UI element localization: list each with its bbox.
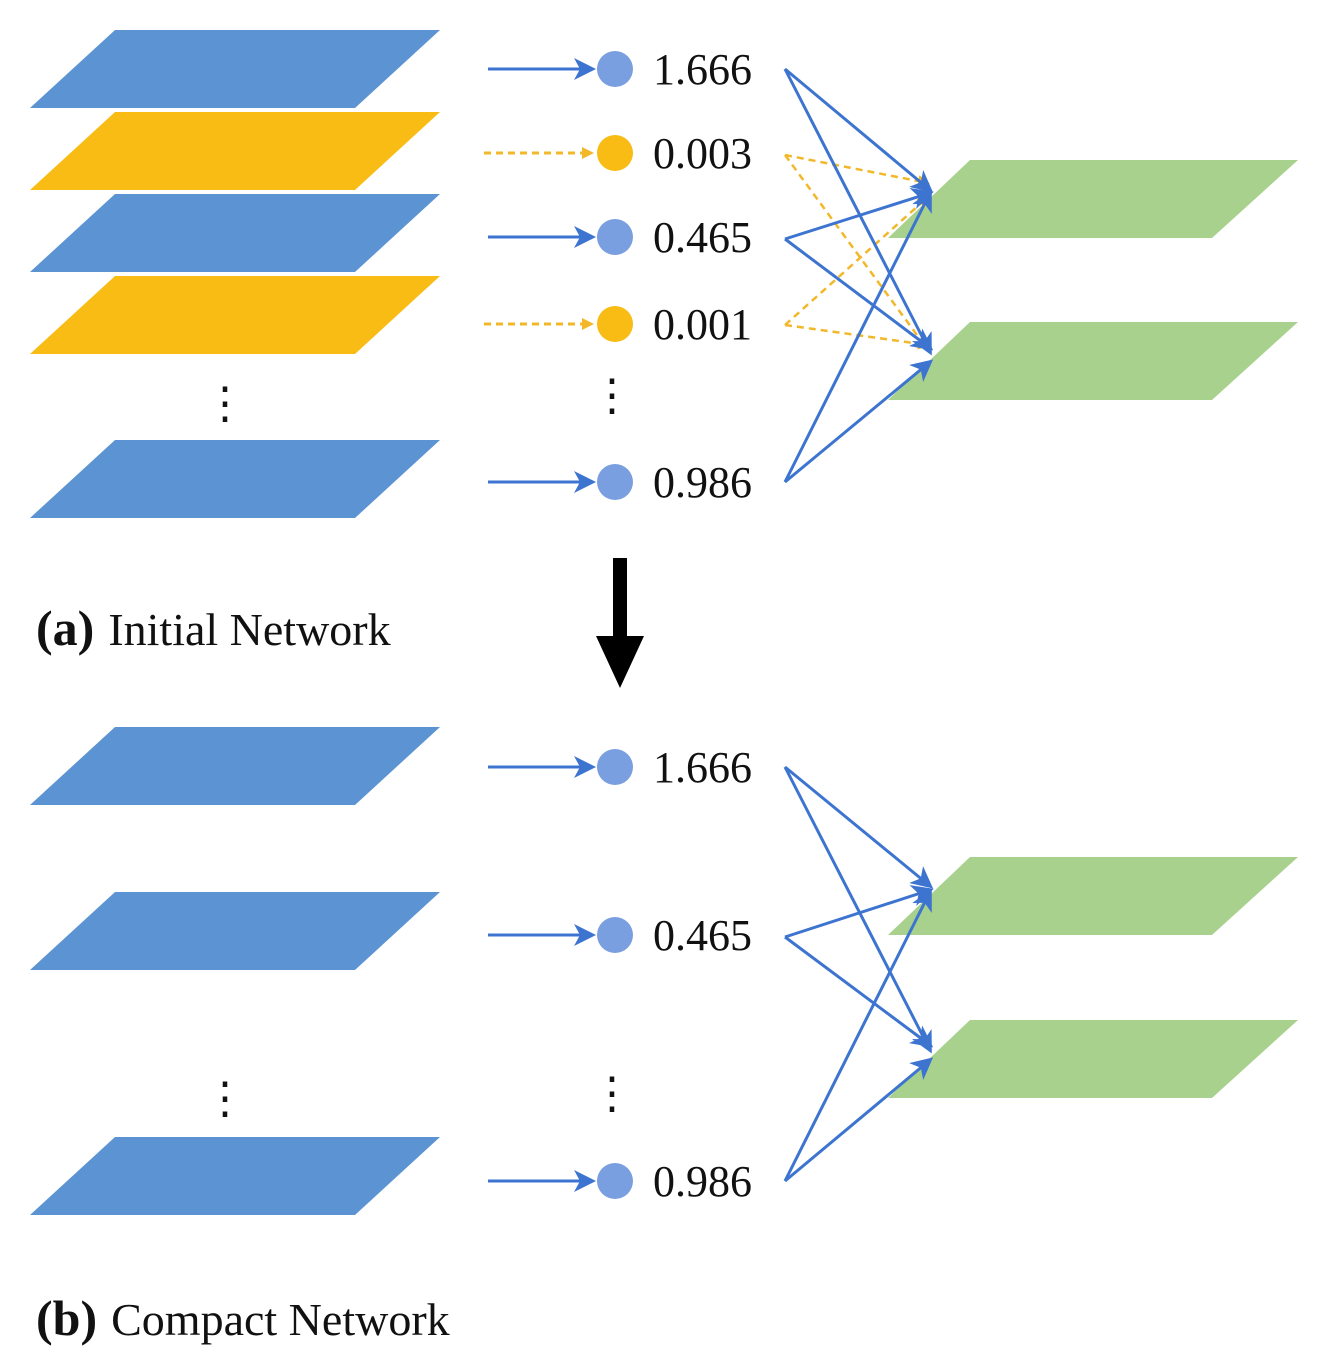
output-channel-2 — [888, 1020, 1298, 1098]
input-channel-1 — [30, 727, 440, 805]
input-channel-2 — [30, 112, 440, 190]
panel-b-label: (b) — [36, 1290, 97, 1346]
scale-node-3 — [597, 219, 633, 255]
scale-factor-value: 0.986 — [653, 458, 752, 507]
scale-factor-value: 0.986 — [653, 1157, 752, 1206]
down-arrow-icon — [596, 558, 644, 688]
panel-a-caption: (a) Initial Network — [36, 600, 391, 656]
input-channel-1 — [30, 30, 440, 108]
scale-node-3 — [597, 1163, 633, 1199]
scale-node-1 — [597, 749, 633, 785]
nodes-ellipsis-b: ⋮ — [590, 1069, 634, 1118]
scale-factor-value: 0.001 — [653, 300, 752, 349]
scale-node-2 — [597, 917, 633, 953]
input-channel-3 — [30, 194, 440, 272]
input-channel-3 — [30, 1137, 440, 1215]
panel-initial-network: ⋮ ⋮ 1.666 0.003 0.465 0.001 0.986 — [30, 30, 1298, 656]
output-channel-1 — [888, 857, 1298, 935]
channels-ellipsis-b: ⋮ — [203, 1074, 247, 1123]
panel-b-title: Compact Network — [111, 1294, 450, 1345]
panel-a-label: (a) — [36, 600, 94, 656]
input-channel-5 — [30, 440, 440, 518]
panel-b-caption: (b) Compact Network — [36, 1290, 450, 1346]
scale-node-2 — [597, 135, 633, 171]
panel-a-title: Initial Network — [108, 604, 390, 655]
kept-connections — [783, 67, 934, 484]
scale-node-5 — [597, 464, 633, 500]
input-channel-4 — [30, 276, 440, 354]
scale-factor-value: 1.666 — [653, 45, 752, 94]
scale-factor-value: 1.666 — [653, 743, 752, 792]
output-channel-1 — [888, 160, 1298, 238]
scale-factor-value: 0.465 — [653, 213, 752, 262]
scale-node-4 — [597, 306, 633, 342]
output-channel-2 — [888, 322, 1298, 400]
scale-node-1 — [597, 51, 633, 87]
scale-factor-value: 0.003 — [653, 129, 752, 178]
panel-compact-network: ⋮ ⋮ 1.666 0.465 0.986 (b) Compact Networ… — [30, 727, 1298, 1346]
input-channel-2 — [30, 892, 440, 970]
nodes-ellipsis-a: ⋮ — [590, 371, 634, 420]
kept-connections — [783, 765, 934, 1183]
channels-ellipsis-a: ⋮ — [203, 379, 247, 428]
scale-factor-value: 0.465 — [653, 911, 752, 960]
pruned-connections — [783, 153, 930, 352]
